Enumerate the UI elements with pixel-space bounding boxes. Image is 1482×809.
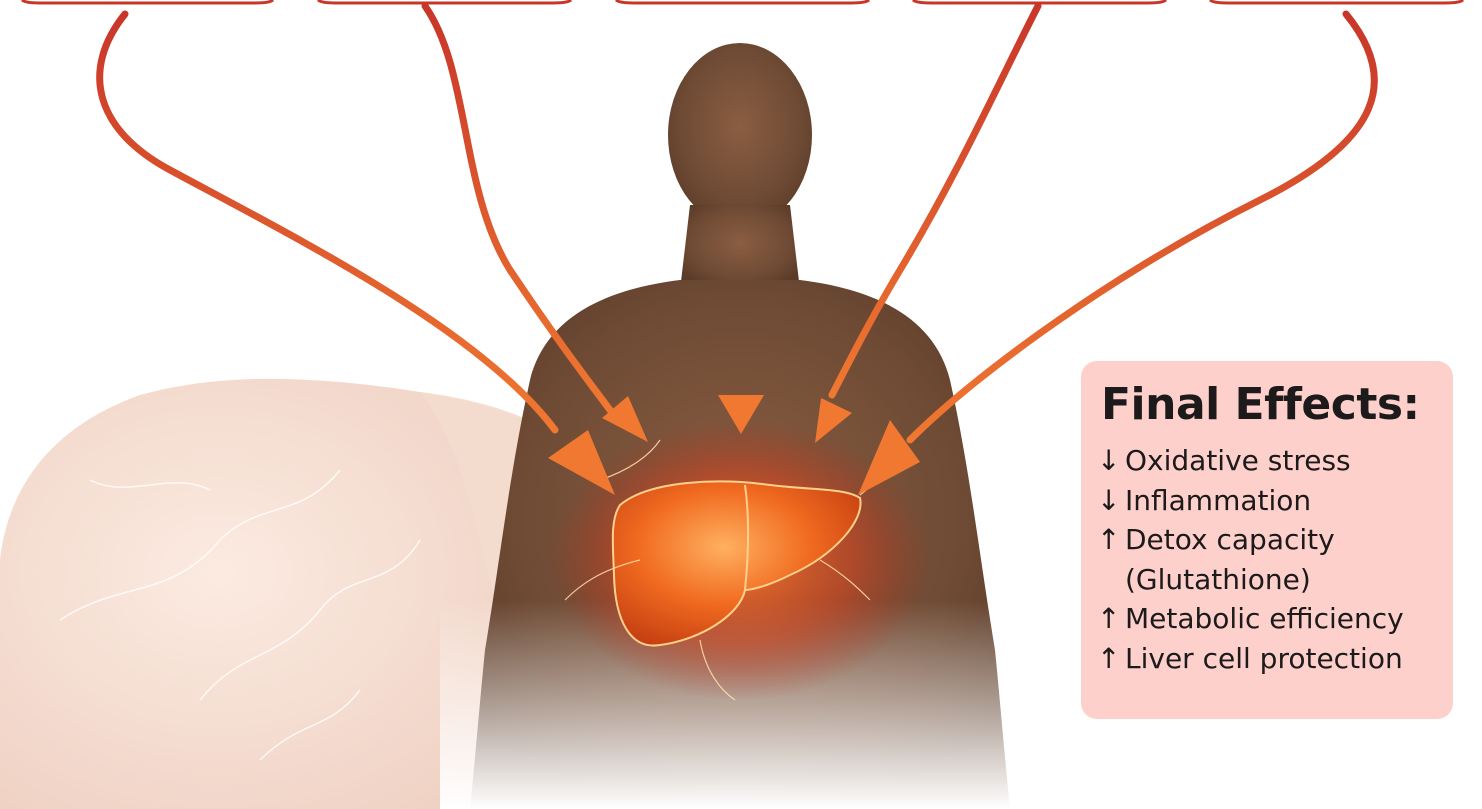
effect-label: Metabolic efficiency [1125, 599, 1404, 639]
up-arrow-icon: ↑ [1097, 520, 1125, 560]
effect-item: (Glutathione) [1097, 560, 1453, 600]
effect-indent [1097, 560, 1125, 600]
effect-label: Detox capacity [1125, 520, 1335, 560]
final-effects-title: Final Effects: [1101, 375, 1453, 435]
up-arrow-icon: ↑ [1097, 599, 1125, 639]
source-boxes [22, 0, 1463, 3]
effect-item: ↑ Metabolic efficiency [1097, 599, 1453, 639]
effect-item: ↓ Oxidative stress [1097, 441, 1453, 481]
effect-item: ↑ Detox capacity [1097, 520, 1453, 560]
up-arrow-icon: ↑ [1097, 639, 1125, 679]
effect-label: Liver cell protection [1125, 639, 1403, 679]
pathway-arrow-4 [832, 6, 1038, 395]
final-effects-list: ↓ Oxidative stress ↓ Inflammation ↑ Deto… [1097, 441, 1453, 678]
effect-label: Oxidative stress [1125, 441, 1351, 481]
final-effects-panel: Final Effects: ↓ Oxidative stress ↓ Infl… [1081, 361, 1453, 719]
effect-item: ↓ Inflammation [1097, 481, 1453, 521]
effect-label: Inflammation [1125, 481, 1311, 521]
effect-item: ↑ Liver cell protection [1097, 639, 1453, 679]
effect-label: (Glutathione) [1125, 560, 1311, 600]
down-arrow-icon: ↓ [1097, 441, 1125, 481]
down-arrow-icon: ↓ [1097, 481, 1125, 521]
